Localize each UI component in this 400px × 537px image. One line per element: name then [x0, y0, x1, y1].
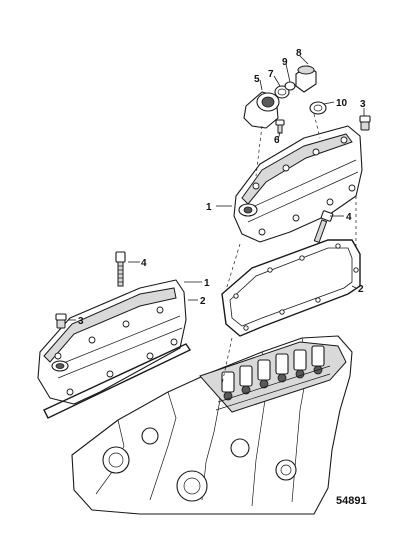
valve-train — [215, 345, 331, 411]
engine-block — [71, 335, 353, 515]
callout-right-cover: 1 — [206, 202, 212, 213]
callout-right-bolt: 4 — [346, 212, 352, 223]
callout-left-gasket: 2 — [200, 296, 206, 307]
left-bolt — [115, 251, 126, 287]
right-plug — [359, 115, 371, 131]
callout-seal: 10 — [336, 98, 348, 109]
figure-number: 54891 — [336, 495, 367, 507]
callout-o-ring: 9 — [282, 57, 288, 68]
callouts: 1 4 2 5 7 9 8 10 3 6 4 1 2 3 — [78, 48, 366, 327]
left-plug — [55, 313, 67, 329]
left-valve-cover — [37, 279, 187, 405]
callout-left-cover: 1 — [204, 278, 210, 289]
callout-oil-fill-tube: 5 — [254, 74, 260, 85]
callout-left-bolt: 4 — [141, 258, 147, 269]
right-gasket — [221, 239, 361, 337]
right-valve-cover — [233, 125, 363, 243]
callout-left-plug: 3 — [78, 316, 84, 327]
callout-right-plug: 3 — [360, 99, 366, 110]
right-bolt — [313, 210, 334, 244]
callout-cap: 8 — [296, 48, 302, 59]
callout-right-gasket: 2 — [358, 284, 364, 295]
left-gasket-strip — [43, 343, 192, 419]
oil-fill-assembly — [243, 65, 327, 177]
callout-ring: 7 — [268, 69, 274, 80]
callout-screw: 6 — [274, 135, 280, 146]
leader-lines — [68, 55, 365, 321]
